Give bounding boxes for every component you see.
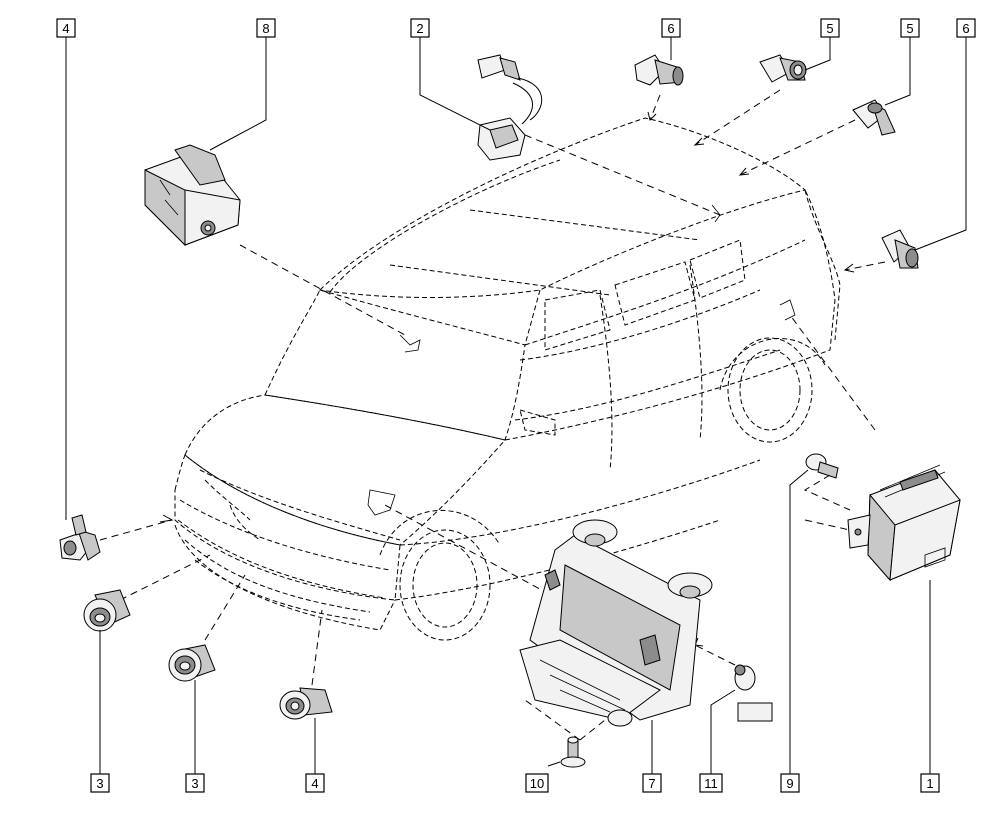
callout-6-top: 6: [661, 18, 681, 38]
camera-module-icon: [144, 144, 241, 247]
parking-sensor-icon: [759, 54, 807, 83]
assembly-arrows: [99, 89, 886, 741]
screw-icon: [805, 453, 839, 479]
callout-5-a: 5: [820, 18, 840, 38]
callout-4-top: 4: [56, 18, 76, 38]
parking-sensor-icon: [881, 229, 919, 269]
callout-label: 3: [96, 776, 103, 791]
parking-sensor-icon: [852, 99, 896, 136]
callout-label: 10: [530, 776, 544, 791]
parking-sensor-icon: [279, 687, 333, 720]
callout-label: 6: [667, 21, 674, 36]
callout-10: 10: [525, 773, 549, 793]
screw-icon: [560, 736, 586, 768]
callout-4-bottom: 4: [305, 773, 325, 793]
callout-label: 4: [62, 21, 69, 36]
callout-label: 5: [826, 21, 833, 36]
callout-label: 7: [648, 776, 655, 791]
callout-5-b: 5: [900, 18, 920, 38]
parking-sensor-icon: [59, 514, 101, 561]
leader-lines: [65, 37, 967, 774]
wiring-harness-connector-icon: [477, 54, 543, 161]
callout-label: 9: [786, 776, 793, 791]
callout-3-left: 3: [90, 773, 110, 793]
callout-8: 8: [256, 18, 276, 38]
control-unit-icon: [847, 464, 961, 582]
callout-label: 1: [926, 776, 933, 791]
callout-label: 4: [311, 776, 318, 791]
callout-6-right: 6: [956, 18, 976, 38]
parking-sensor-icon: [634, 54, 684, 86]
callout-label: 2: [416, 21, 423, 36]
screw-icon: [734, 664, 756, 691]
callout-11: 11: [699, 773, 723, 793]
label-sticker-icon: [737, 702, 773, 722]
callout-1: 1: [920, 773, 940, 793]
callout-3-middle: 3: [185, 773, 205, 793]
radar-bracket-icon: [519, 519, 713, 727]
callout-9: 9: [780, 773, 800, 793]
callout-7: 7: [642, 773, 662, 793]
vehicle-outline: [174, 117, 841, 641]
parking-sensor-icon: [83, 589, 131, 632]
callout-2: 2: [410, 18, 430, 38]
callout-label: 11: [704, 776, 718, 791]
callout-label: 3: [191, 776, 198, 791]
callout-label: 5: [906, 21, 913, 36]
callout-label: 6: [962, 21, 969, 36]
callout-label: 8: [262, 21, 269, 36]
parking-sensor-icon: [168, 644, 216, 682]
